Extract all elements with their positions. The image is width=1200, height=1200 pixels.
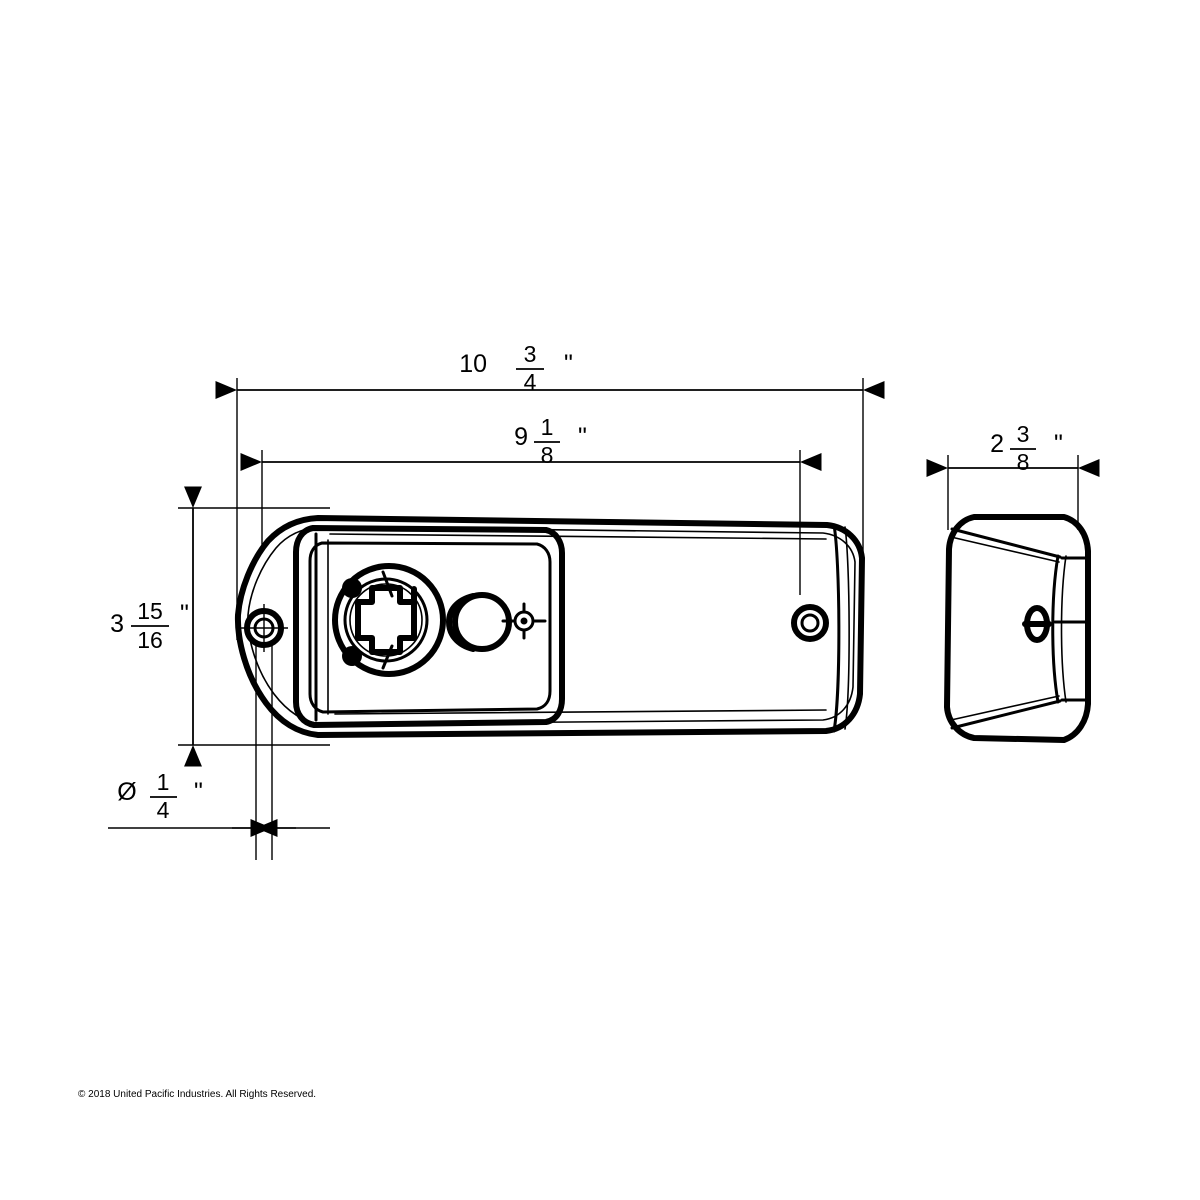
- body-length-whole: 9: [514, 423, 528, 451]
- side-view-top-taper: [950, 527, 1062, 559]
- hole-diameter-denominator: 4: [157, 797, 170, 823]
- socket-notch-bottom: [381, 644, 394, 670]
- overall-length-unit: ": [564, 350, 573, 378]
- body-length-unit: ": [578, 423, 587, 451]
- end-cap-line-2: [844, 526, 850, 730]
- body-highlight-top: [329, 533, 827, 540]
- overall-length-dimension: 10 3 4 ": [459, 341, 573, 395]
- overall-width-dimension: 3 15 16 ": [110, 598, 189, 653]
- side-view-bottom-taper-2: [950, 695, 1060, 721]
- top-view: [234, 515, 865, 738]
- bezel-inner: [308, 541, 552, 714]
- bezel-outer: [293, 525, 565, 728]
- socket-tab-lower: [342, 646, 362, 666]
- left-mounting-hole: [240, 604, 288, 652]
- right-mounting-hole: [791, 604, 829, 642]
- housing-outline: [234, 515, 865, 738]
- side-depth-whole: 2: [990, 430, 1004, 458]
- dimension-lines: [184, 381, 1100, 837]
- overall-width-denominator: 16: [137, 627, 163, 653]
- socket-cross-opening: [355, 585, 417, 655]
- hole-diameter-numerator: 1: [157, 769, 170, 795]
- side-depth-unit: ": [1054, 430, 1063, 458]
- side-view-outline: [944, 514, 1091, 743]
- socket-notch-top: [381, 570, 394, 598]
- side-view-face-curve-2: [1060, 555, 1067, 703]
- side-depth-numerator: 3: [1017, 421, 1030, 447]
- overall-length-numerator: 3: [524, 341, 537, 367]
- side-view-top-taper-2: [950, 536, 1060, 563]
- overall-length-whole: 10: [459, 350, 487, 378]
- body-length-dimension: 9 1 8 ": [514, 414, 587, 468]
- socket-tab-upper: [342, 578, 362, 598]
- side-view-bottom-taper: [950, 699, 1062, 730]
- side-view-depth-dimension: 2 3 8 ": [990, 421, 1063, 475]
- body-highlight-bottom: [334, 709, 827, 715]
- bezel-screw: [501, 602, 547, 640]
- diameter-symbol: Ø: [117, 778, 136, 806]
- side-view-face-curve: [1051, 554, 1060, 704]
- mounting-hole-diameter-dimension: Ø 1 4 ": [117, 769, 203, 823]
- overall-length-denominator: 4: [524, 369, 537, 395]
- grommet-back-ring: [446, 593, 476, 652]
- overall-width-whole: 3: [110, 610, 124, 638]
- hole-diameter-unit: ": [194, 778, 203, 806]
- extension-lines: [108, 378, 1079, 860]
- body-length-denominator: 8: [541, 442, 554, 468]
- side-view: [944, 514, 1091, 743]
- end-cap-line-1: [832, 523, 841, 733]
- overall-width-unit: ": [180, 600, 189, 628]
- copyright-notice: © 2018 United Pacific Industries. All Ri…: [78, 1089, 316, 1100]
- side-depth-denominator: 8: [1017, 449, 1030, 475]
- overall-width-numerator: 15: [137, 598, 163, 624]
- side-view-screw: [1022, 605, 1052, 643]
- body-length-numerator: 1: [541, 414, 554, 440]
- socket-outer-ring: [332, 563, 446, 677]
